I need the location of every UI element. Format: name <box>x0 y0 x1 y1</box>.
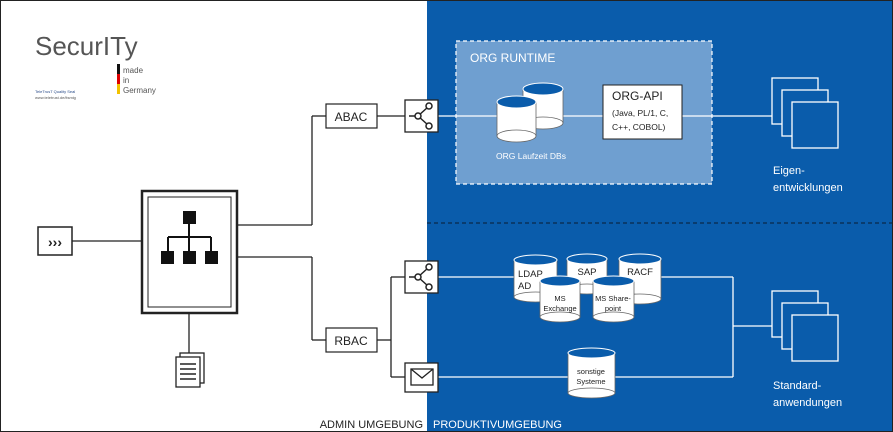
sonstige-database <box>567 347 616 399</box>
logo-small-line-2: www.teletrust.de/itsmig <box>35 95 76 100</box>
org-db-label: ORG Laufzeit DBs <box>496 151 566 161</box>
logo-in: in <box>123 76 129 85</box>
production-connector-lines <box>438 115 772 378</box>
rbac-label: RBAC <box>334 334 368 348</box>
logo-germany: Germany <box>123 86 156 95</box>
standard-label-line-2: anwendungen <box>773 397 842 409</box>
rbac-box[interactable] <box>325 327 378 353</box>
org-hierarchy-icon[interactable] <box>140 189 239 315</box>
admin-zone-label: ADMIN UMGEBUNG <box>320 419 423 431</box>
org-api-line-2: C++, COBOL) <box>612 122 666 132</box>
sonstige-label-line-2: Systeme <box>576 377 605 386</box>
logo-made: made <box>123 66 144 75</box>
eigen-label-line-2: entwicklungen <box>773 182 843 194</box>
mail-icon[interactable] <box>404 362 439 393</box>
sharepoint-database <box>592 275 635 323</box>
logo-text: SecurITy <box>35 31 138 61</box>
org-runtime-label: ORG RUNTIME <box>470 51 555 65</box>
document-icon[interactable] <box>175 352 205 388</box>
flag-red-stripe <box>117 74 120 84</box>
standard-label-line-1: Standard- <box>773 380 822 392</box>
org-api-line-1: (Java, PL/1, C, <box>612 108 668 118</box>
eigenentwicklungen-windows-icon <box>771 77 839 149</box>
abac-box[interactable] <box>325 103 378 129</box>
eigen-label-line-1: Eigen- <box>773 165 805 177</box>
share-icon-abac[interactable] <box>404 99 439 133</box>
flag-black-stripe <box>117 64 120 74</box>
org-api-box[interactable] <box>602 84 683 140</box>
sharepoint-label-line-1: MS Share- <box>595 294 631 303</box>
production-zone-label: PRODUKTIVUMGEBUNG <box>433 419 562 431</box>
abac-label: ABAC <box>335 110 368 124</box>
exchange-label-line-2: Exchange <box>543 304 576 313</box>
org-api-title: ORG-API <box>612 89 663 103</box>
share-icon-rbac[interactable] <box>404 260 439 294</box>
org-database-front <box>496 95 537 143</box>
ldap-label-line-2: AD <box>518 281 531 292</box>
sonstige-label-line-1: sonstige <box>577 367 605 376</box>
sap-label: SAP <box>577 267 596 278</box>
svg-text:›››: ››› <box>48 234 62 250</box>
input-arrows-icon[interactable]: ››› <box>37 226 73 256</box>
logo-small-line-1: TeleTrusT Quality Seal <box>35 89 75 94</box>
standardanwendungen-windows-icon <box>771 290 839 362</box>
security-logo: SecurITy made in Germany TeleTrusT Quali… <box>35 31 156 100</box>
ldap-label-line-1: LDAP <box>518 269 543 280</box>
sharepoint-label-line-2: point <box>605 304 622 313</box>
racf-label: RACF <box>627 267 653 278</box>
exchange-label-line-1: MS <box>554 294 565 303</box>
connector-lines <box>72 115 405 378</box>
flag-gold-stripe <box>117 84 120 94</box>
exchange-database <box>539 275 581 323</box>
